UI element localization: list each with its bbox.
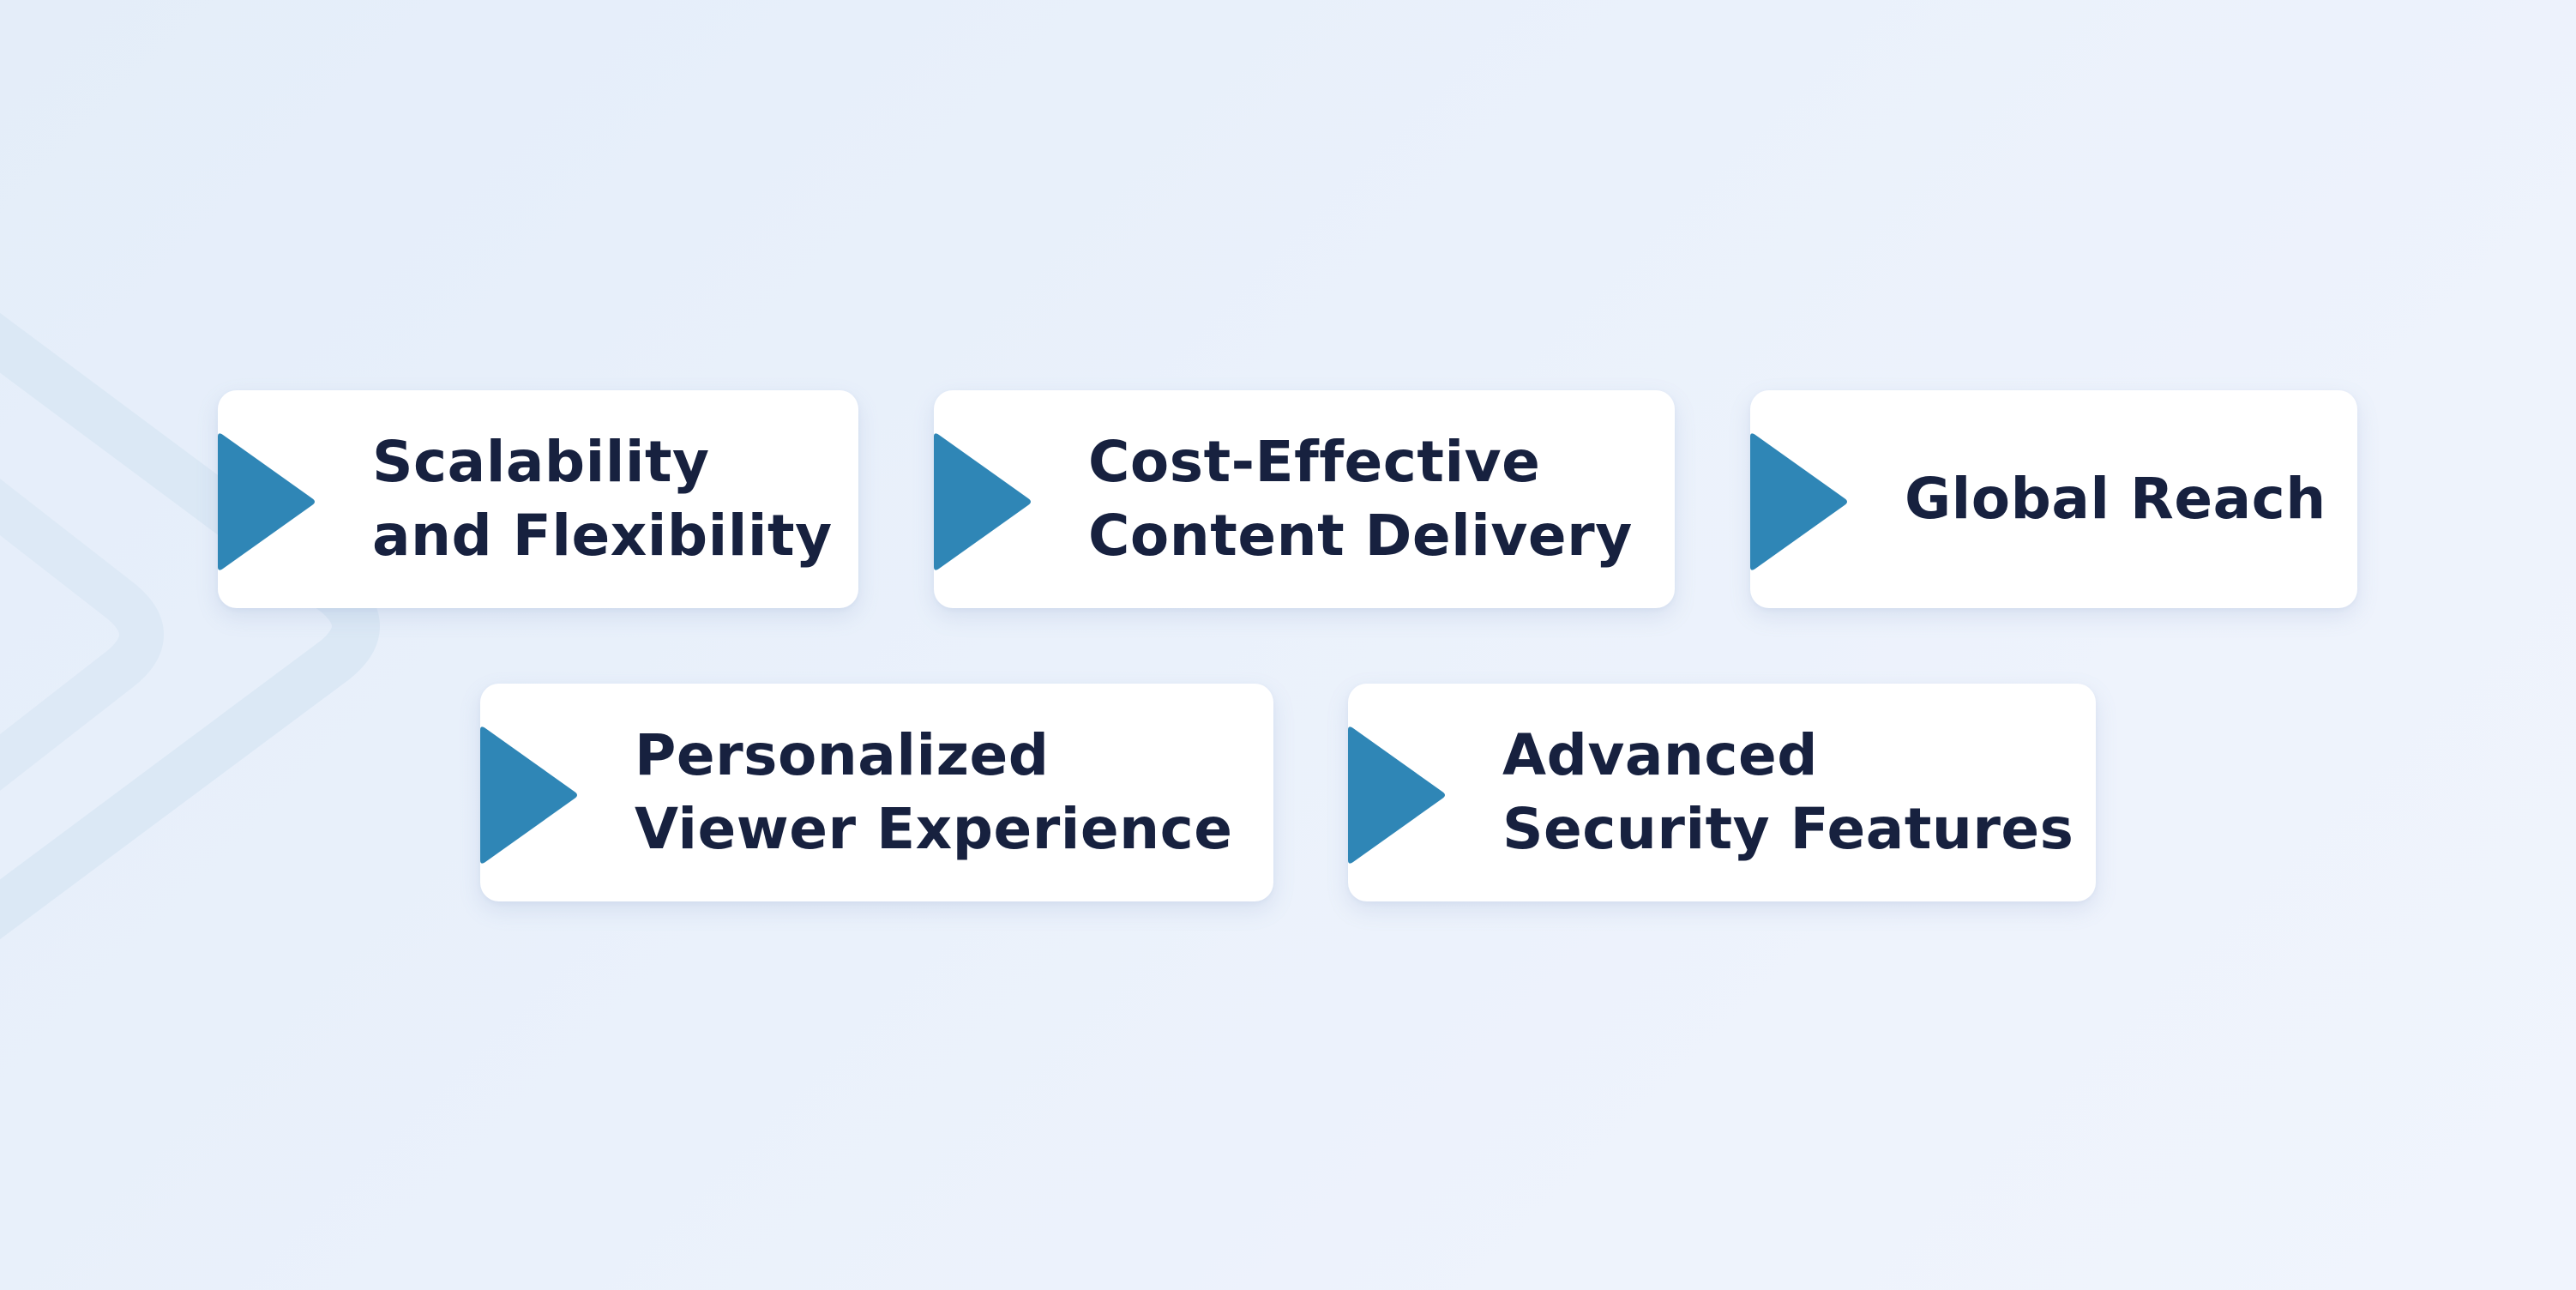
feature-label-line: Security Features [1502, 796, 2074, 862]
play-triangle-icon [480, 726, 577, 864]
feature-card-personalized: Personalized Viewer Experience [480, 684, 1273, 901]
feature-label-line: Viewer Experience [635, 796, 1233, 862]
play-triangle-icon [1348, 726, 1445, 864]
feature-label-line: and Flexibility [372, 503, 833, 569]
play-triangle-icon [1750, 433, 1847, 570]
feature-label-line: Advanced [1502, 722, 1818, 788]
feature-label-line: Cost-Effective [1088, 429, 1541, 495]
feature-label: Global Reach [1905, 462, 2326, 536]
feature-label-line: Content Delivery [1088, 503, 1633, 569]
feature-label: Advanced Security Features [1502, 719, 2073, 866]
feature-card-security: Advanced Security Features [1348, 684, 2096, 901]
feature-label: Scalability and Flexibility [372, 425, 833, 573]
play-triangle-icon [218, 433, 315, 570]
feature-card-scalability: Scalability and Flexibility [218, 390, 858, 608]
feature-label-line: Personalized [635, 722, 1050, 788]
feature-label: Personalized Viewer Experience [635, 719, 1233, 866]
feature-card-global-reach: Global Reach [1750, 390, 2357, 608]
play-triangle-icon [934, 433, 1031, 570]
feature-label-line: Scalability [372, 429, 710, 495]
feature-card-cost-effective: Cost-Effective Content Delivery [934, 390, 1675, 608]
feature-label-line: Global Reach [1905, 466, 2326, 532]
feature-label: Cost-Effective Content Delivery [1088, 425, 1633, 573]
